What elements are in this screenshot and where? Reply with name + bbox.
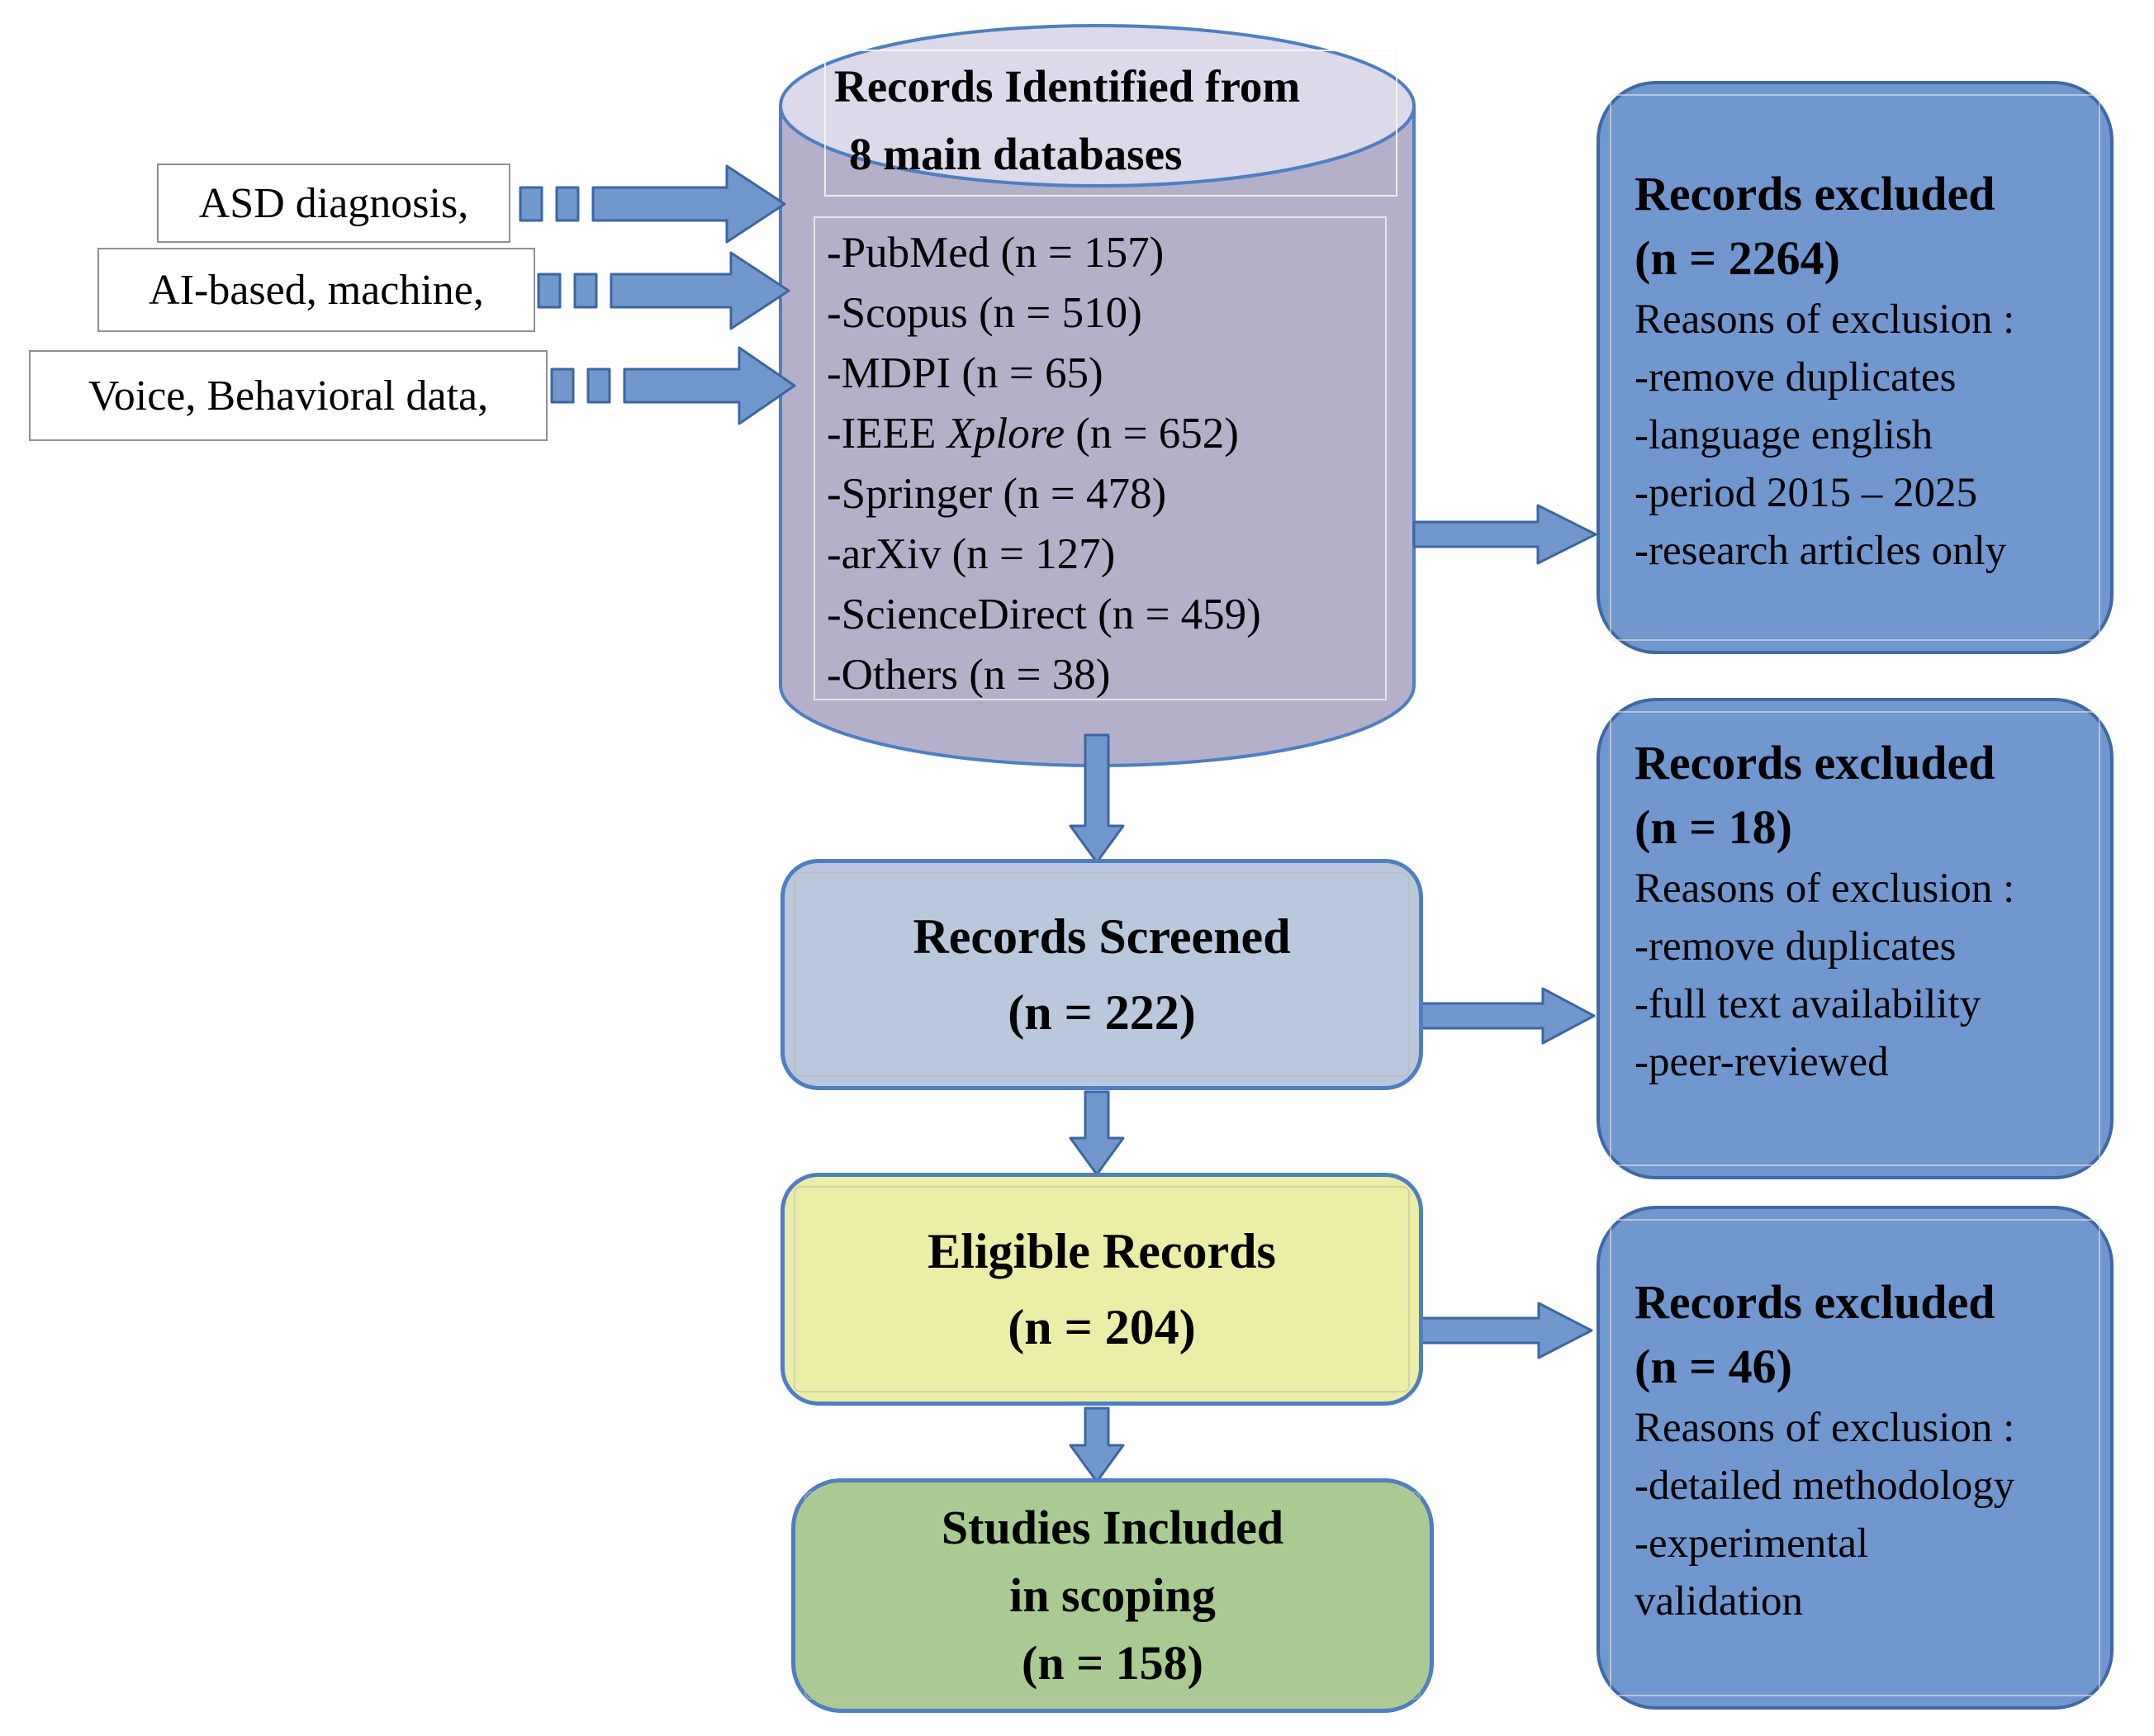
keyword-label: Voice, Behavioral data,: [88, 372, 489, 420]
keyword-arrow-3-dash-2: [586, 368, 611, 404]
keyword-label: ASD diagnosis,: [198, 179, 469, 227]
down-arrow-eligible-to-included: [1069, 1406, 1125, 1483]
keyword-box-asd-diagnosis: ASD diagnosis,: [157, 164, 510, 243]
database-row-text: -PubMed (n = 157): [827, 229, 1165, 277]
arrow-screened-to-excluded-2: [1417, 987, 1596, 1045]
database-row-sciencedirect: -ScienceDirect (n = 459): [827, 585, 1385, 645]
reason-line: -peer-reviewed: [1634, 1039, 1889, 1085]
excluded-box-3-content: Records excluded (n = 46) Reasons of exc…: [1600, 1209, 2110, 1630]
excluded-box-3: Records excluded (n = 46) Reasons of exc…: [1597, 1206, 2114, 1710]
reasons-heading: Reasons of exclusion :: [1634, 866, 2015, 912]
excluded-title: Records excluded: [1634, 167, 1995, 221]
excluded-title: Records excluded: [1634, 736, 1995, 790]
reason-line: -remove duplicates: [1634, 354, 1957, 401]
keyword-arrow-3: [550, 346, 796, 425]
arrow-eligible-to-excluded-3: [1413, 1302, 1593, 1359]
identified-title-line1: Records Identified from: [834, 61, 1301, 111]
arrow-identified-to-excluded-1: [1412, 504, 1597, 565]
excluded-box-1-content: Records excluded (n = 2264) Reasons of e…: [1600, 84, 2110, 580]
included-count: (n = 158): [1022, 1636, 1203, 1690]
database-row-arxiv: -arXiv (n = 127): [827, 524, 1385, 585]
keyword-box-ai-based: AI-based, machine,: [97, 248, 535, 332]
reasons-heading: Reasons of exclusion :: [1634, 1405, 2015, 1451]
down-arrow-identified-to-screened: [1069, 733, 1125, 864]
screened-box: Records Screened (n = 222): [780, 859, 1423, 1090]
database-row-pubmed: -PubMed (n = 157): [827, 223, 1385, 283]
keyword-box-voice-behavioral: Voice, Behavioral data,: [29, 350, 548, 441]
keyword-arrow-1-head: [591, 164, 786, 244]
keyword-arrow-3-head: [623, 346, 796, 425]
keyword-arrow-1-dash-1: [519, 186, 543, 222]
eligible-line1: Eligible Records: [928, 1224, 1276, 1278]
screened-count: (n = 222): [1008, 985, 1196, 1040]
excluded-count: (n = 46): [1634, 1340, 1792, 1393]
screened-line1: Records Screened: [913, 909, 1291, 964]
database-row-others: -Others (n = 38): [827, 645, 1385, 705]
database-list: -PubMed (n = 157) -Scopus (n = 510) -MDP…: [814, 216, 1387, 700]
database-row-text: -arXiv (n = 127): [827, 530, 1116, 578]
excluded-count: (n = 18): [1634, 800, 1792, 854]
eligible-count: (n = 204): [1008, 1300, 1196, 1354]
reason-line: -period 2015 – 2025: [1634, 470, 1978, 516]
keyword-arrow-3-dash-1: [550, 368, 575, 404]
excluded-title: Records excluded: [1634, 1275, 1995, 1329]
included-line2: in scoping: [1009, 1568, 1216, 1622]
reason-line: validation: [1634, 1578, 1803, 1625]
excluded-count: (n = 2264): [1634, 231, 1840, 285]
database-row-text: -Others (n = 38): [827, 651, 1111, 699]
database-row-italic-text: Xplore: [947, 410, 1065, 458]
database-cylinder-top-ellipse: [779, 24, 1416, 187]
database-row-mdpi: -MDPI (n = 65): [827, 344, 1385, 404]
database-row-text: -Scopus (n = 510): [827, 289, 1142, 337]
excluded-box-1: Records excluded (n = 2264) Reasons of e…: [1597, 81, 2114, 654]
excluded-box-2: Records excluded (n = 18) Reasons of exc…: [1597, 698, 2114, 1179]
eligible-box: Eligible Records (n = 204): [780, 1173, 1423, 1406]
identified-title-line2: 8 main databases: [849, 129, 1183, 179]
down-arrow-screened-to-eligible: [1069, 1090, 1125, 1176]
keyword-arrow-2-head: [610, 251, 790, 330]
identified-title-box: Records Identified from 8 main databases: [824, 50, 1397, 197]
reason-line: -full text availability: [1634, 981, 1981, 1027]
reason-line: -detailed methodology: [1634, 1463, 2015, 1509]
database-row-springer: -Springer (n = 478): [827, 464, 1385, 524]
keyword-arrow-2-dash-1: [537, 273, 562, 309]
excluded-box-2-content: Records excluded (n = 18) Reasons of exc…: [1600, 701, 2110, 1091]
keyword-arrow-2-dash-2: [573, 273, 598, 309]
reason-line: -research articles only: [1634, 528, 2007, 574]
database-row-text: -ScienceDirect (n = 459): [827, 591, 1261, 638]
keyword-label: AI-based, machine,: [149, 266, 484, 314]
reason-line: -language english: [1634, 412, 1933, 458]
database-row-scopus: -Scopus (n = 510): [827, 283, 1385, 344]
database-row-text: (n = 652): [1064, 410, 1239, 458]
database-row-text: -IEEE: [827, 410, 947, 458]
keyword-arrow-1-dash-2: [555, 186, 580, 222]
included-line1: Studies Included: [941, 1501, 1284, 1554]
keyword-arrow-1: [519, 164, 786, 244]
reasons-heading: Reasons of exclusion :: [1634, 296, 2015, 343]
keyword-arrow-2: [537, 251, 790, 330]
reason-line: -experimental: [1634, 1520, 1869, 1567]
reason-line: -remove duplicates: [1634, 923, 1957, 970]
database-row-text: -Springer (n = 478): [827, 470, 1167, 518]
database-row-text: -MDPI (n = 65): [827, 349, 1103, 397]
database-row-ieee-xplore: -IEEE Xplore (n = 652): [827, 404, 1385, 464]
included-box: Studies Included in scoping (n = 158): [791, 1478, 1434, 1713]
